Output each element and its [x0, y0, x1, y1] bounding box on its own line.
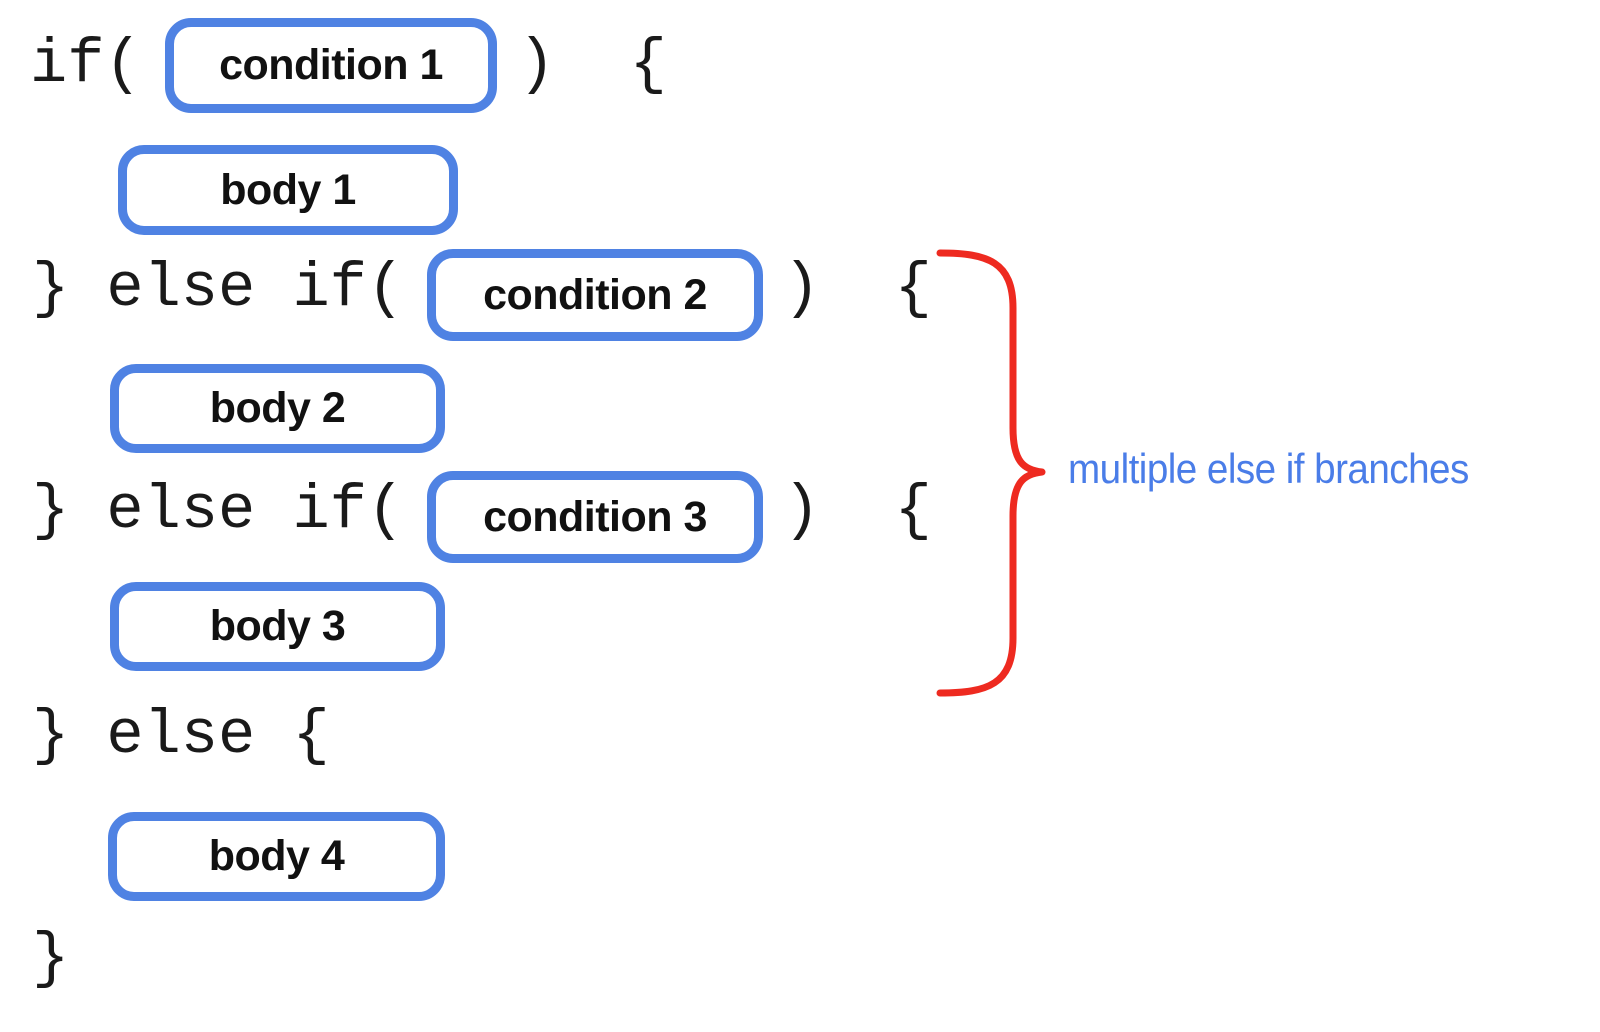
- red-curly-brace-icon: [936, 249, 1046, 697]
- box-condition-2-label: condition 2: [483, 270, 707, 319]
- annotation-brace-wrap: [930, 248, 1055, 698]
- box-body-4[interactable]: body 4: [108, 812, 445, 901]
- box-body-2[interactable]: body 2: [110, 364, 445, 453]
- box-body-2-label: body 2: [209, 384, 346, 432]
- code-elseif2-close: ) {: [783, 475, 932, 546]
- code-elseif1-open: } else if(: [32, 253, 405, 324]
- code-elseif2-open: } else if(: [32, 475, 405, 546]
- code-end: }: [32, 923, 70, 994]
- box-body-3-label: body 3: [209, 602, 346, 650]
- box-condition-1-label: condition 1: [219, 41, 443, 89]
- box-condition-1[interactable]: condition 1: [165, 18, 497, 113]
- code-if-close: ) {: [518, 29, 667, 100]
- box-condition-2[interactable]: condition 2: [427, 249, 763, 341]
- annotation-label: multiple else if branches: [1068, 445, 1469, 492]
- box-body-4-label: body 4: [208, 832, 345, 880]
- code-if-open: if(: [30, 29, 142, 100]
- box-condition-3-label: condition 3: [483, 492, 707, 541]
- code-else: } else {: [32, 700, 330, 771]
- box-body-3[interactable]: body 3: [110, 582, 445, 671]
- box-body-1-label: body 1: [220, 165, 356, 214]
- box-condition-3[interactable]: condition 3: [427, 471, 763, 563]
- code-elseif1-close: ) {: [783, 253, 932, 324]
- box-body-1[interactable]: body 1: [118, 145, 458, 235]
